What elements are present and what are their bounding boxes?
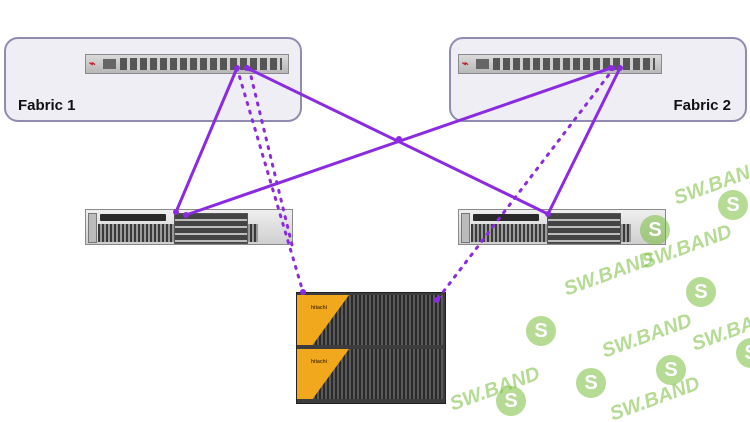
server-2 (458, 209, 666, 245)
switch-ports (493, 58, 655, 70)
fabric-2-label: Fabric 2 (673, 97, 731, 114)
server-1 (85, 209, 293, 245)
watermark-logo-icon: S (686, 277, 716, 307)
watermark-logo-icon: S (736, 338, 750, 368)
watermark-text: SW.BAND (606, 372, 703, 422)
fabric-2-zone: Fabric 2 (449, 37, 747, 122)
brocade-logo-icon: ⌁ (462, 58, 469, 70)
drive-bays (547, 213, 621, 244)
storage-array: hitachi hitachi (296, 292, 446, 404)
watermark-logo-icon: S (656, 355, 686, 385)
management-port (103, 59, 116, 69)
watermark-text: SW.BAND (446, 362, 543, 416)
drive-bays (174, 213, 248, 244)
switch-ports (120, 58, 282, 70)
rack-ear (88, 213, 97, 243)
storage-brand-label: hitachi (311, 359, 328, 365)
fabric-1-switch: ⌁ (85, 54, 289, 74)
watermark-logo-icon: S (718, 190, 748, 220)
optical-drive-slot (473, 214, 539, 221)
management-port (476, 59, 489, 69)
rack-ear (461, 213, 470, 243)
brocade-logo-icon: ⌁ (89, 58, 96, 70)
watermark-logo-icon: S (526, 316, 556, 346)
fabric-2-switch: ⌁ (458, 54, 662, 74)
watermark-logo-icon: S (576, 368, 606, 398)
storage-brand-label: hitachi (311, 305, 328, 311)
fabric-1-label: Fabric 1 (18, 97, 76, 114)
fabric-1-zone: Fabric 1 (4, 37, 302, 122)
watermark-logo-icon: S (496, 386, 526, 416)
port-dot (396, 136, 402, 142)
watermark-logo-icon: S (640, 215, 670, 245)
watermark-text: SW.BAND (598, 309, 695, 363)
optical-drive-slot (100, 214, 166, 221)
